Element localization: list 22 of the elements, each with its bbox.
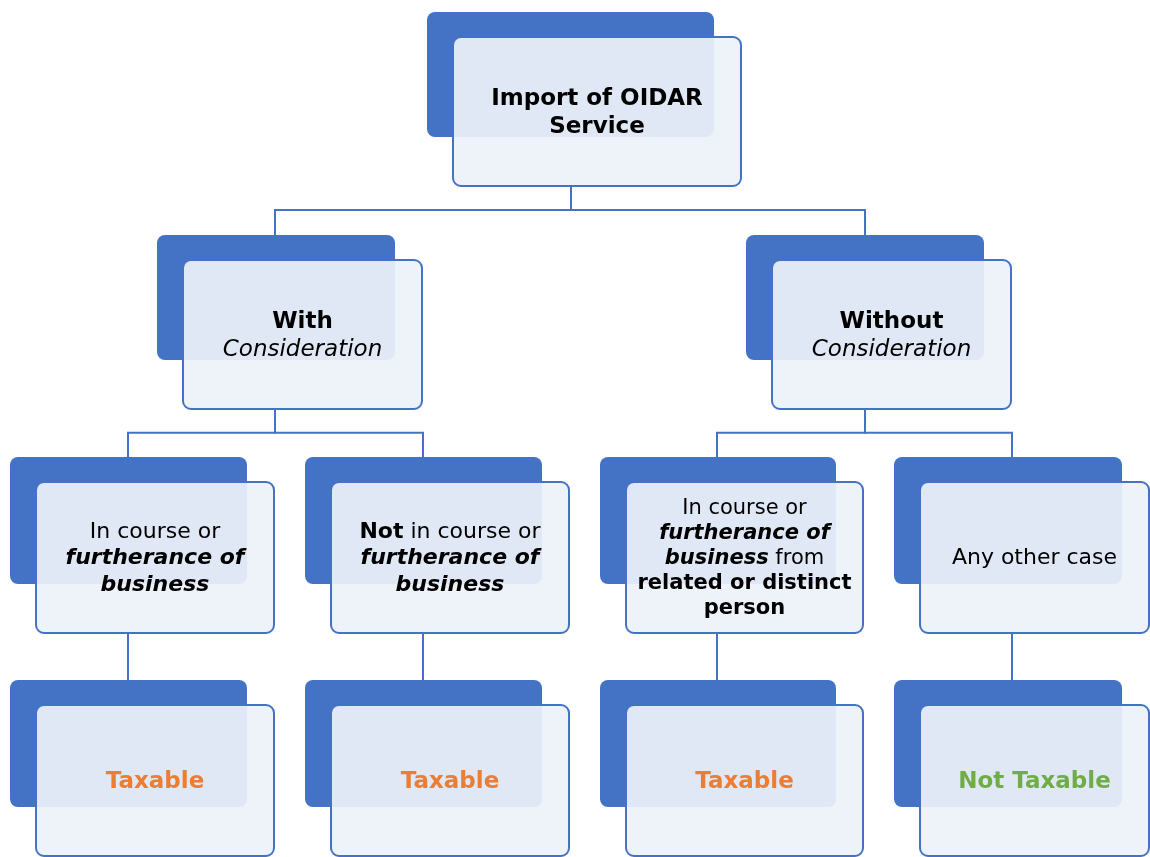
- category-box: [625, 704, 864, 857]
- box-label: Taxable: [400, 766, 500, 795]
- box-label: Not in course or furtherance of business: [358, 517, 543, 598]
- category-box: [330, 481, 570, 634]
- box-label: With Consideration: [221, 306, 384, 363]
- box-label: Taxable: [105, 766, 205, 795]
- box-label: Taxable: [695, 766, 794, 795]
- category-box: [625, 481, 864, 634]
- category-box: [35, 704, 275, 857]
- box-label: Without Consideration: [810, 306, 973, 363]
- category-box: [919, 481, 1150, 634]
- category-box: [330, 704, 570, 857]
- box-label: Import of OIDAR Service: [490, 83, 704, 140]
- box-label: In course or furtherance of business from related or distinct person: [636, 494, 853, 621]
- category-box: [35, 481, 275, 634]
- category-box: [919, 704, 1150, 857]
- box-label: In course or furtherance of business: [64, 517, 248, 598]
- box-label: Not Taxable: [958, 766, 1111, 795]
- category-box: [182, 259, 423, 410]
- category-box: [452, 36, 742, 187]
- box-label: Any other case: [951, 544, 1118, 571]
- category-box: [771, 259, 1012, 410]
